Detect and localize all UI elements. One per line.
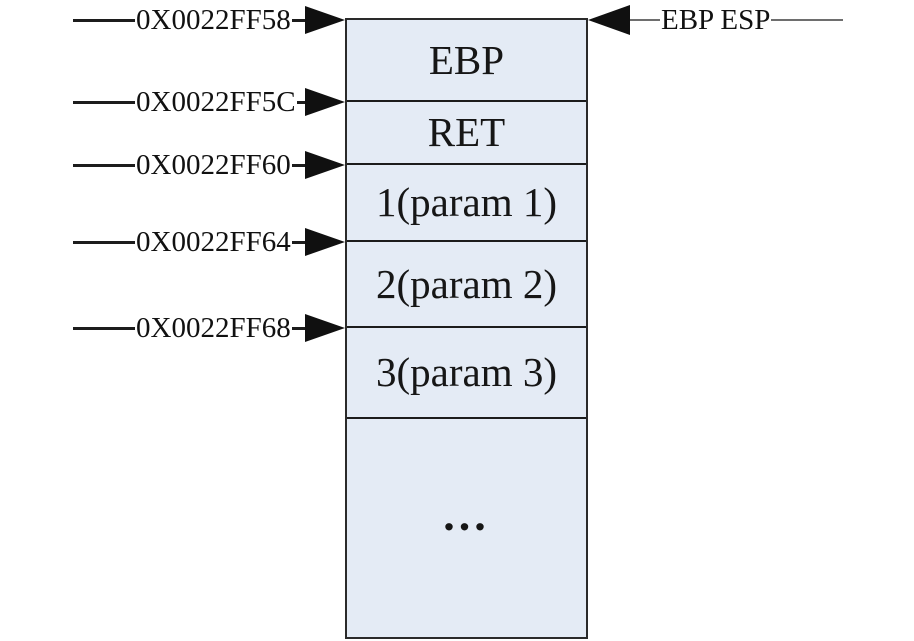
- stack-cell-ret: RET: [347, 102, 586, 165]
- arrow-right-icon: [305, 228, 345, 256]
- arrow-left-icon: [588, 5, 630, 35]
- address-label: 0X0022FF64: [136, 225, 291, 258]
- address-row: 0X0022FF60: [73, 150, 345, 180]
- address-line-left: [73, 18, 135, 22]
- stack-cell-label: 3(param 3): [376, 349, 557, 395]
- address-row: 0X0022FF58: [73, 5, 345, 35]
- address-label: 0X0022FF58: [136, 3, 291, 36]
- address-row: 0X0022FF5C: [73, 87, 345, 117]
- stack-cell-label: EBP: [428, 36, 505, 83]
- address-row: 0X0022FF68: [73, 313, 345, 343]
- address-line-left: [73, 326, 135, 330]
- address-line-right: [291, 240, 305, 244]
- stack-cell-param1: 1(param 1): [347, 165, 586, 242]
- stack-cell-label: 1(param 1): [376, 179, 557, 225]
- address-row: 0X0022FF64: [73, 227, 345, 257]
- arrow-right-icon: [305, 6, 345, 34]
- address-line-right: [291, 326, 305, 330]
- stack-column: EBP RET 1(param 1) 2(param 2) 3(param 3)…: [345, 18, 588, 639]
- stack-cell-param2: 2(param 2): [347, 242, 586, 328]
- address-line-left: [73, 100, 135, 104]
- address-line-right: [296, 100, 305, 104]
- address-line-left: [73, 240, 135, 244]
- stack-cell-ebp: EBP: [347, 20, 586, 102]
- stack-cell-label: RET: [427, 109, 506, 155]
- arrow-right-icon: [305, 151, 345, 179]
- pointer-label: EBP ESP: [661, 3, 771, 36]
- pointer-line-left: [630, 19, 660, 21]
- address-label: 0X0022FF5C: [136, 85, 296, 118]
- address-label: 0X0022FF68: [136, 311, 291, 344]
- pointer-line-right: [771, 19, 843, 21]
- stack-cell-label: 2(param 2): [376, 260, 557, 307]
- arrow-right-icon: [305, 314, 345, 342]
- esp-pointer-row: EBP ESP: [588, 5, 843, 35]
- address-line-right: [291, 163, 305, 167]
- stack-cell-label: ...: [443, 489, 490, 540]
- address-label: 0X0022FF60: [136, 148, 291, 181]
- address-line-left: [73, 163, 135, 167]
- address-line-right: [291, 18, 305, 22]
- arrow-right-icon: [305, 88, 345, 116]
- stack-cell-param3: 3(param 3): [347, 328, 586, 419]
- stack-cell-ellipsis: ...: [347, 419, 586, 637]
